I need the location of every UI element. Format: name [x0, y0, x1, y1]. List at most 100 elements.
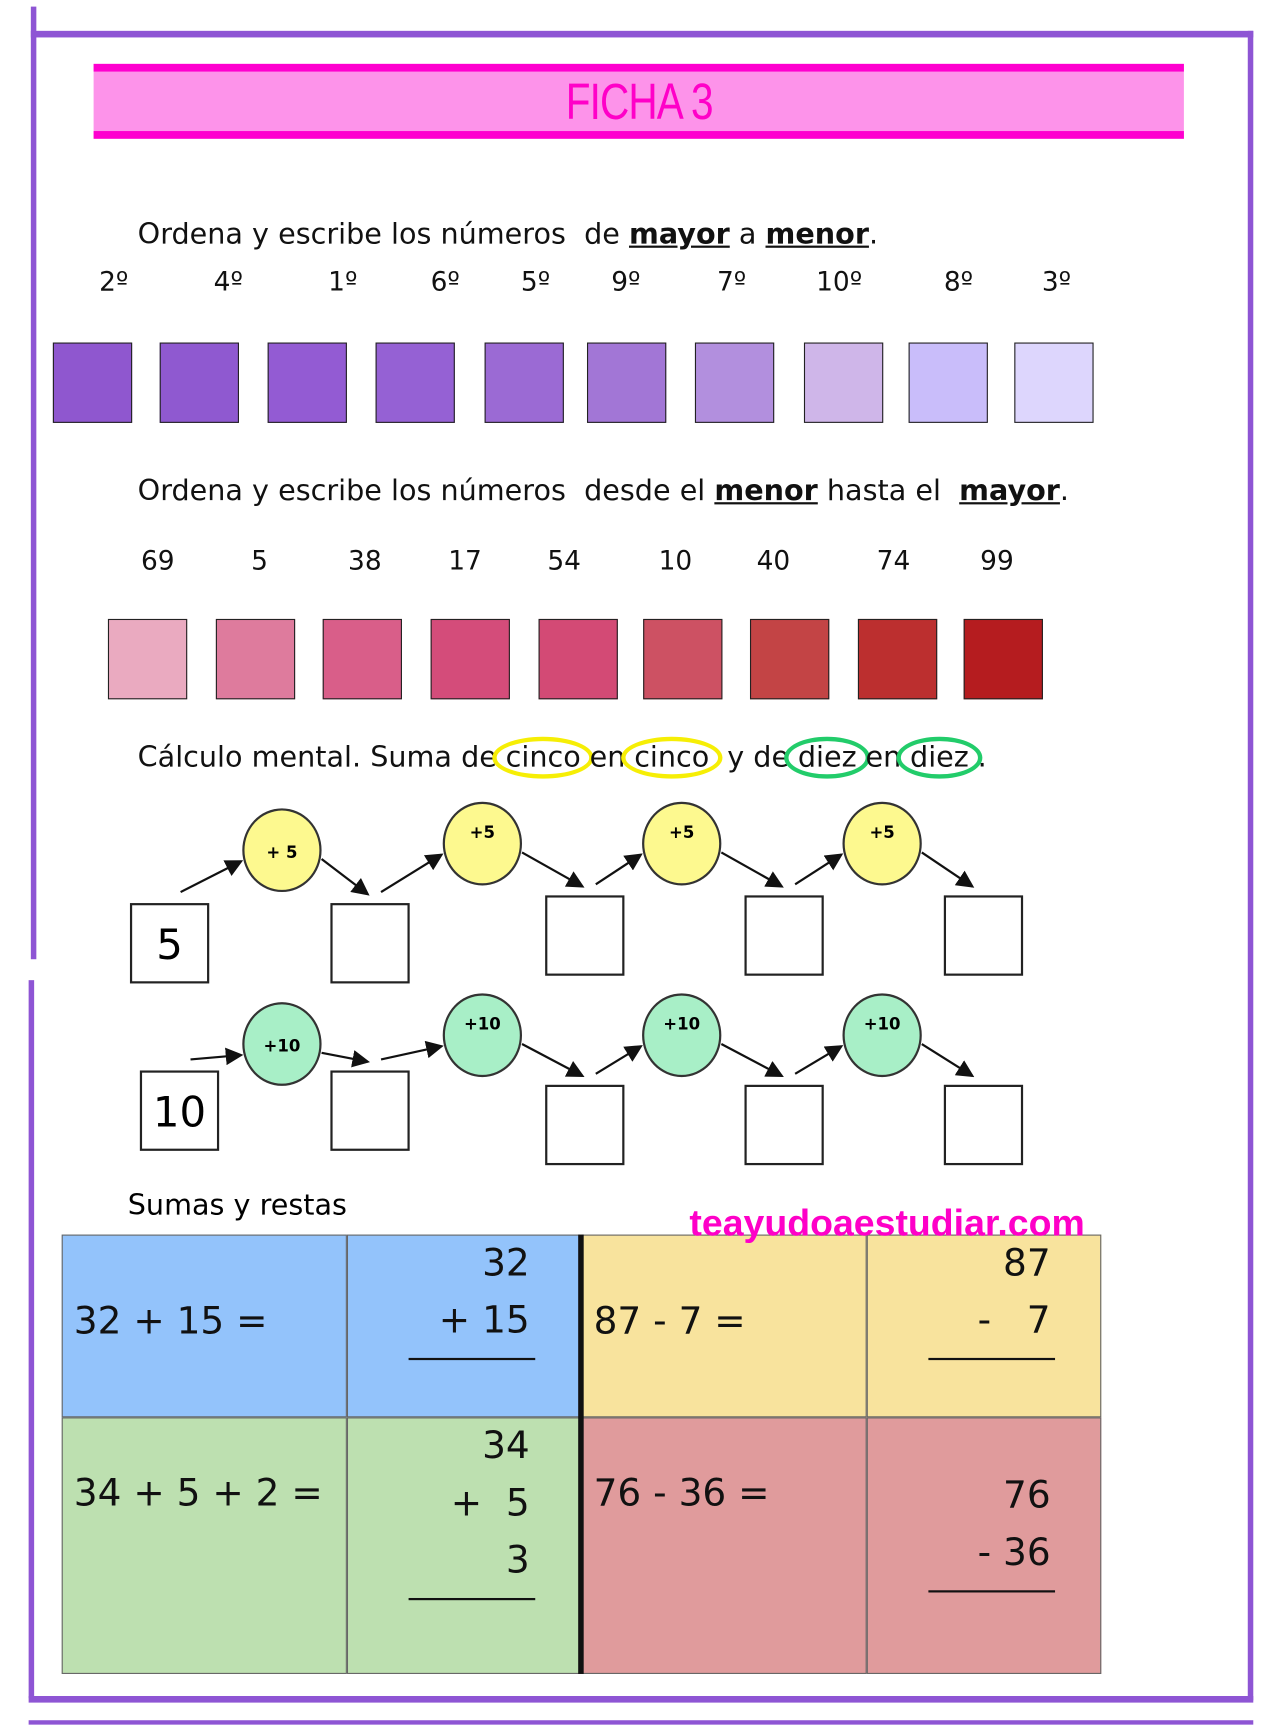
arrow [921, 1043, 975, 1078]
column-number: 87 [1002, 1241, 1051, 1286]
arrow [380, 853, 444, 893]
answer-square[interactable] [963, 618, 1043, 700]
answer-square[interactable] [430, 618, 510, 700]
left-border-bottom [28, 980, 35, 1699]
ordinal-label: 9º [611, 266, 641, 298]
step-bubble: +5 [842, 801, 922, 886]
answer-box[interactable] [943, 895, 1024, 976]
instr-text: y de [727, 741, 790, 775]
number-label: 74 [876, 545, 911, 576]
answer-box[interactable] [330, 1070, 410, 1151]
instr-emph: menor [765, 218, 869, 252]
arrow [720, 1043, 784, 1077]
arrow [521, 851, 585, 888]
column-number: - 7 [977, 1298, 1051, 1343]
arrow [720, 851, 784, 888]
vertical-operation-cell[interactable]: 87- 7 [866, 1234, 1102, 1418]
column-number: + 5 [450, 1481, 530, 1526]
answer-square[interactable] [803, 342, 884, 423]
answer-box[interactable] [545, 1084, 625, 1166]
start-number-box: 5 [129, 903, 210, 984]
answer-square[interactable] [52, 342, 133, 423]
equation-text: 32 + 15 = [73, 1299, 268, 1344]
ordinal-label: 8º [943, 266, 974, 298]
vertical-operation-cell[interactable]: 76- 36 [866, 1417, 1102, 1674]
number-label: 99 [980, 545, 1014, 576]
highlight-cinco: cinco [492, 736, 595, 779]
right-border [1247, 30, 1254, 1701]
highlight-diez: diez [784, 736, 870, 779]
step-bubble: +10 [242, 1002, 322, 1086]
answer-square[interactable] [484, 342, 564, 423]
sum-line [928, 1357, 1056, 1361]
instr-text: Ordena y escribe los números desde el [137, 474, 715, 508]
instr-emph: menor [714, 474, 818, 508]
arrow [521, 1043, 585, 1077]
number-label: 69 [140, 545, 175, 576]
highlight-diez: diez [896, 736, 983, 779]
center-divider [578, 1234, 584, 1674]
answer-square[interactable] [694, 342, 775, 423]
answer-square[interactable] [538, 618, 618, 700]
answer-square[interactable] [1014, 342, 1094, 423]
column-number: 34 [482, 1423, 530, 1469]
equation-text: 87 - 7 = [593, 1299, 746, 1344]
answer-box[interactable] [330, 903, 410, 984]
arrow [321, 1050, 370, 1068]
answer-square[interactable] [586, 342, 667, 423]
step-bubble: +5 [642, 801, 722, 886]
website-watermark: teayudoaestudiar.com [689, 1202, 1085, 1245]
instr-text: Cálculo mental. Suma de [137, 741, 497, 775]
arrow [794, 853, 844, 886]
answer-square[interactable] [107, 618, 188, 700]
instr-text: hasta el [817, 474, 960, 508]
answer-box[interactable] [744, 1084, 824, 1166]
ordinal-label: 1º [328, 266, 358, 298]
title-banner: FICHA 3 [93, 63, 1184, 139]
sum-line [408, 1597, 536, 1601]
answer-square[interactable] [908, 342, 988, 423]
step-bubble: +10 [442, 993, 523, 1078]
answer-square[interactable] [749, 618, 830, 700]
ordinal-label: 7º [716, 266, 747, 298]
arrow [794, 1045, 844, 1075]
instr-text: Ordena y escribe los números de [137, 218, 629, 252]
instr-text: en [865, 741, 902, 775]
instr-text: en [589, 741, 626, 775]
answer-square[interactable] [215, 618, 296, 700]
column-number: 3 [505, 1538, 530, 1583]
answer-box[interactable] [943, 1084, 1024, 1166]
instr-text: . [977, 741, 987, 775]
answer-box[interactable] [545, 895, 625, 976]
answer-square[interactable] [267, 342, 347, 423]
number-label: 40 [756, 545, 791, 576]
instr-text: a [729, 218, 766, 252]
exercise4-heading: Sumas y restas [127, 1189, 347, 1223]
answer-square[interactable] [322, 618, 402, 700]
number-label: 5 [251, 545, 268, 576]
answer-square[interactable] [375, 342, 455, 423]
instr-text: . [868, 218, 879, 252]
page-title: FICHA 3 [565, 72, 713, 130]
answer-square[interactable] [643, 618, 723, 700]
ordinal-label: 10º [816, 266, 863, 298]
vertical-operation-cell[interactable]: 34 + 5 3 [346, 1417, 581, 1674]
equation-cell: 76 - 36 = [581, 1417, 867, 1674]
arrow [320, 858, 370, 896]
arrow [180, 860, 244, 894]
ordinal-label: 2º [99, 266, 129, 298]
answer-square[interactable] [857, 618, 938, 700]
highlight-cinco: cinco [620, 736, 723, 779]
vertical-operation-cell[interactable]: 32+ 15 [346, 1234, 581, 1418]
sum-line [928, 1590, 1056, 1593]
answer-square[interactable] [159, 342, 239, 423]
left-border-top [30, 6, 37, 960]
step-bubble: + 5 [242, 808, 322, 893]
top-border [30, 30, 1254, 38]
arrow [595, 853, 643, 886]
exercise1-instruction: Ordena y escribe los números de mayor a … [138, 218, 878, 251]
column-number: - 36 [977, 1530, 1051, 1575]
answer-box[interactable] [744, 895, 824, 976]
